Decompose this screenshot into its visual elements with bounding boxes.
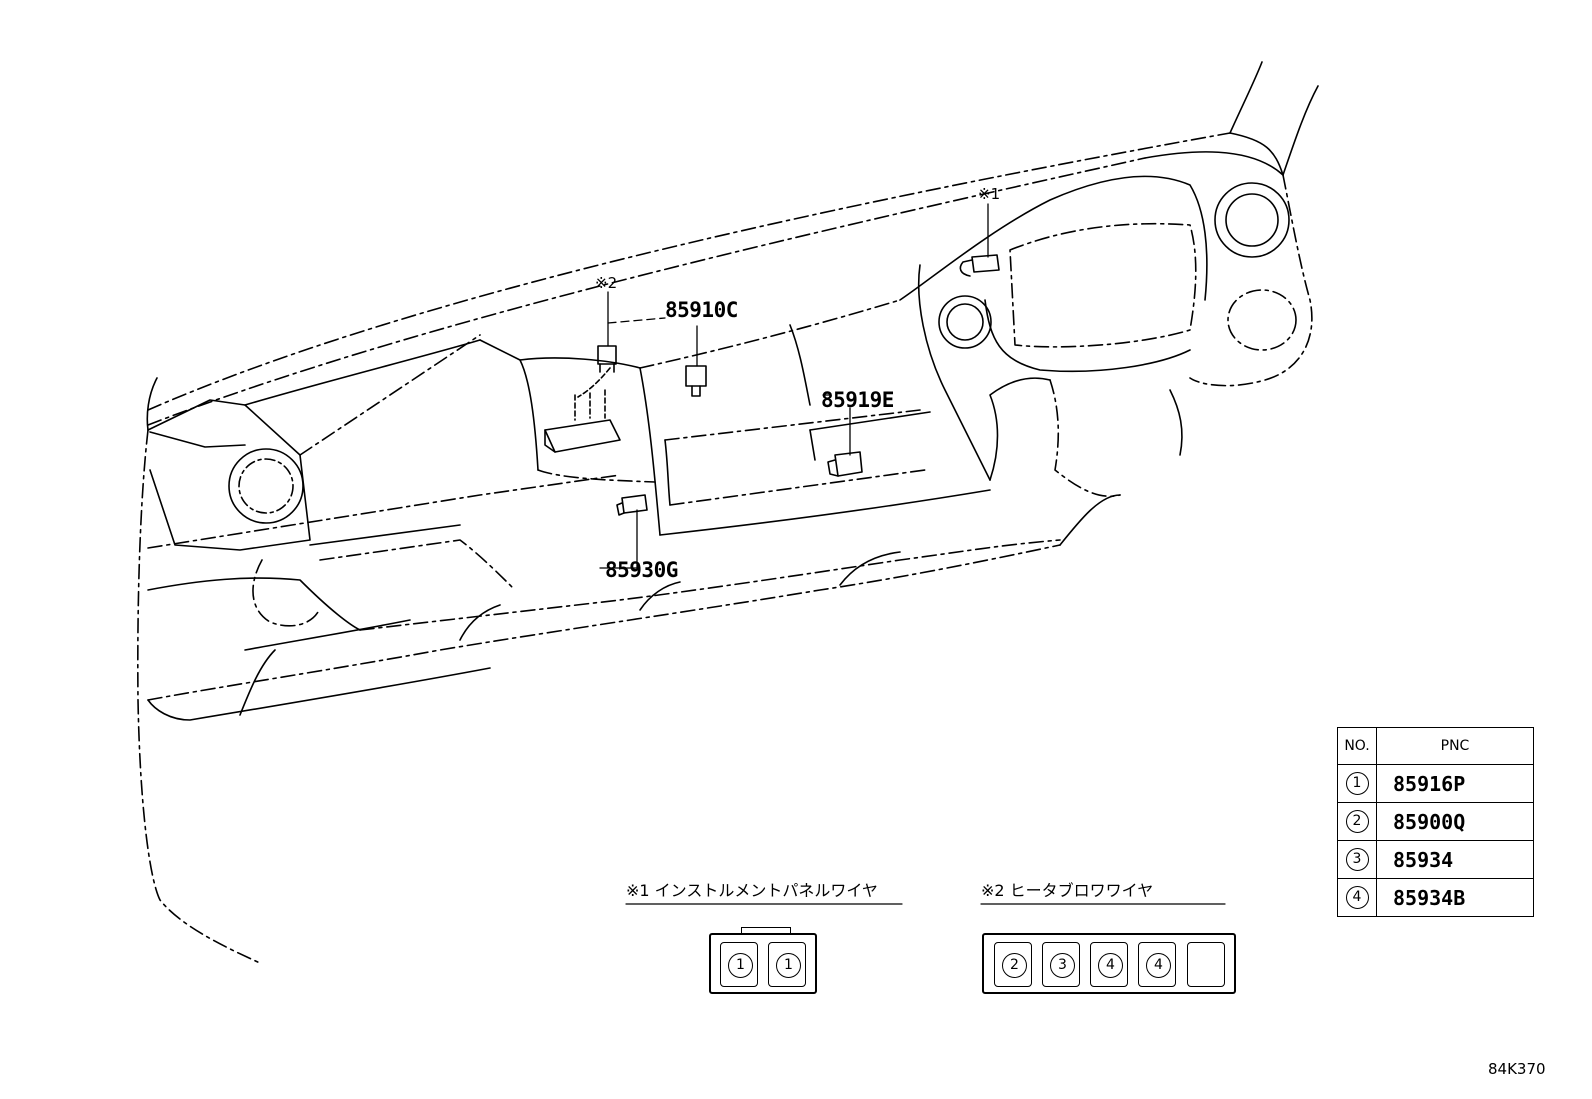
row-pnc[interactable]: 85934 [1376,840,1534,879]
row-no: 2 [1337,802,1377,841]
slot-number: 2 [1002,953,1027,978]
header-pnc: PNC [1376,727,1534,765]
connector-blocks [544,254,1000,516]
row-number: 2 [1345,810,1369,833]
callout-85930g[interactable]: 85930G [605,558,678,582]
row-no: 1 [1337,764,1377,803]
header-no: NO. [1337,727,1377,765]
wire2-slot[interactable]: 3 [1042,942,1080,987]
row-pnc[interactable]: 85934B [1376,878,1534,917]
pnc-table: NO. PNC 1 85916P 2 85900Q 3 85934 4 8593… [1337,727,1534,917]
wire2-slot-empty[interactable] [1187,942,1225,987]
wire2-slot[interactable]: 2 [994,942,1032,987]
wire1-connector-latch [741,927,791,934]
row-pnc[interactable]: 85900Q [1376,802,1534,841]
row-number: 1 [1345,772,1369,795]
row-number: 4 [1345,886,1369,909]
air-vents [228,182,1297,524]
wire1-title: ※1 インストルメントパネルワイヤ [626,881,878,900]
slot-number: 4 [1146,953,1171,978]
row-no: 3 [1337,840,1377,879]
callout-85910c[interactable]: 85910C [665,298,738,322]
table-row[interactable]: 1 85916P [1337,764,1534,803]
slot-number: 4 [1098,953,1123,978]
drawing-number: 84K370 [1488,1060,1546,1078]
pnc-table-header: NO. PNC [1337,727,1534,765]
callout-85919e[interactable]: 85919E [821,388,894,412]
dashboard-outline [137,61,1319,964]
wire1-slot[interactable]: 1 [720,942,758,987]
row-pnc[interactable]: 85916P [1376,764,1534,803]
table-row[interactable]: 4 85934B [1337,878,1534,917]
wire2-slot[interactable]: 4 [1138,942,1176,987]
row-number: 3 [1345,848,1369,871]
slot-number: 3 [1050,953,1075,978]
table-row[interactable]: 3 85934 [1337,840,1534,879]
slot-number: 1 [728,953,753,978]
row-no: 4 [1337,878,1377,917]
callout-mark-2: ※2 [595,274,618,292]
leader-lines [599,203,989,569]
table-row[interactable]: 2 85900Q [1337,802,1534,841]
wire2-slot[interactable]: 4 [1090,942,1128,987]
wire2-connector: 2 3 4 4 [982,933,1236,994]
wire2-title: ※2 ヒータブロワワイヤ [981,881,1154,900]
slot-number: 1 [776,953,801,978]
wire1-slot[interactable]: 1 [768,942,806,987]
callout-mark-1: ※1 [978,185,1001,203]
wire1-connector: 1 1 [709,927,817,994]
